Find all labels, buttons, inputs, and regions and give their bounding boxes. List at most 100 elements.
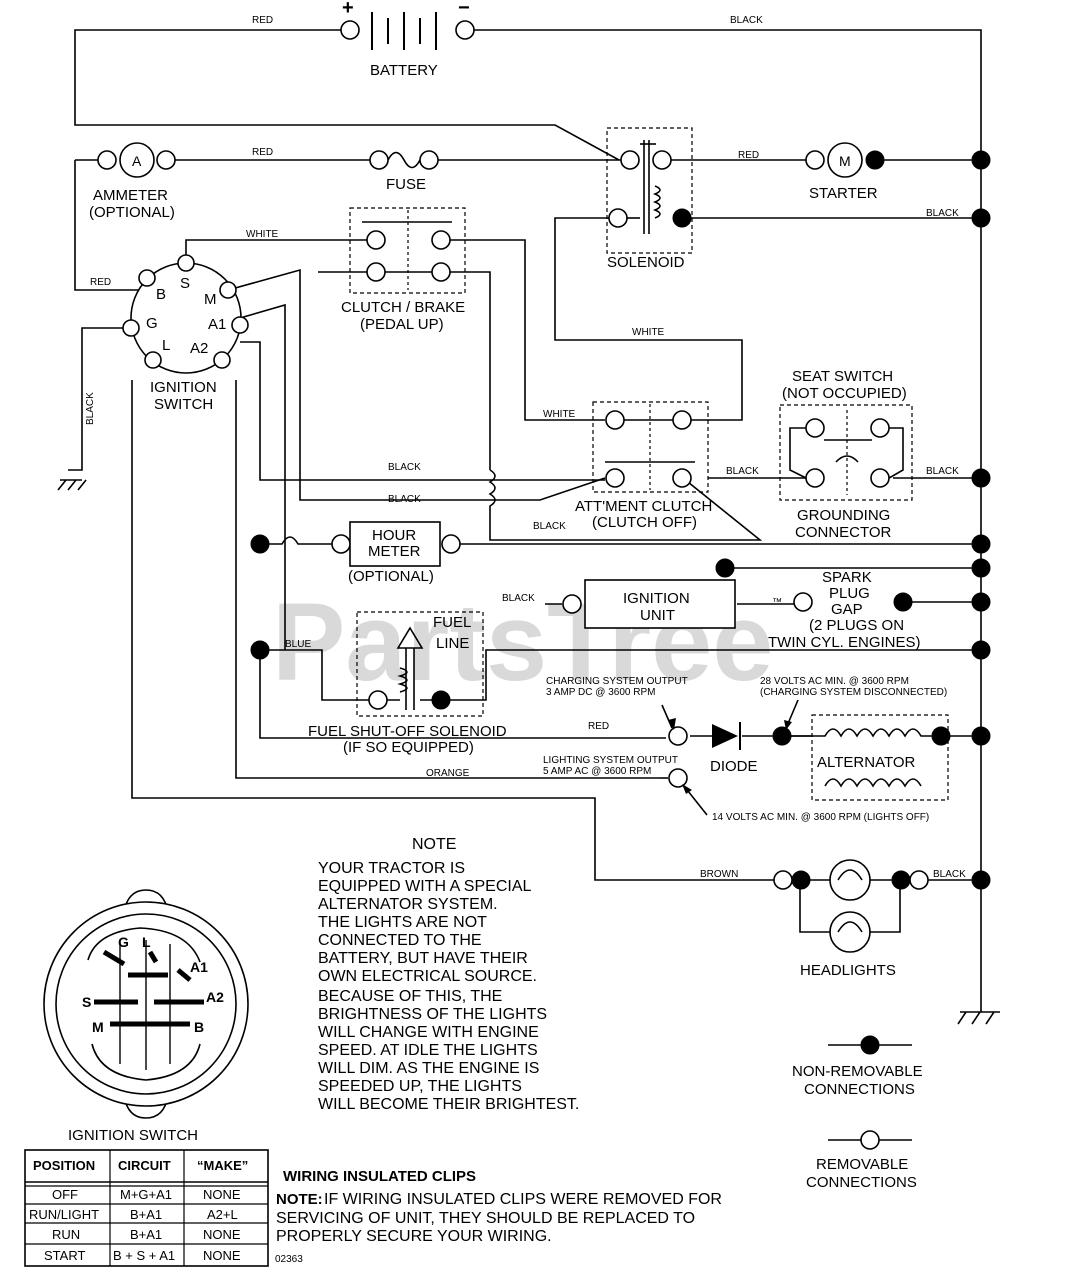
starter: M STARTER (805, 142, 885, 202)
charging-output-sub: 3 AMP DC @ 3600 RPM (546, 687, 655, 698)
table-cell: NONE (203, 1187, 241, 1202)
ammeter: A AMMETER (OPTIONAL) (89, 142, 176, 221)
ignition-switch-face-title: IGNITION SWITCH (68, 1127, 198, 1144)
volts14-label: 14 VOLTS AC MIN. @ 3600 RPM (LIGHTS OFF) (712, 812, 929, 823)
solenoid: SOLENOID (606, 127, 693, 271)
note-line: WILL CHANGE WITH ENGINE (318, 1024, 539, 1041)
table-header-position: POSITION (33, 1158, 95, 1173)
hour-meter-label2: METER (368, 543, 421, 560)
face-label-l: L (142, 934, 151, 950)
face-label-g: G (118, 934, 129, 950)
legend-removable: REMOVABLE (816, 1156, 908, 1173)
solenoid-label: SOLENOID (607, 254, 685, 271)
note-line: OWN ELECTRICAL SOURCE. (318, 968, 537, 985)
spark-plug-label2: PLUG (829, 585, 870, 602)
spark-plug-label5: TWIN CYL. ENGINES) (768, 634, 921, 651)
clips-title: WIRING INSULATED CLIPS (283, 1168, 476, 1185)
clutch-brake-label: CLUTCH / BRAKE (341, 299, 465, 316)
headlights-label: HEADLIGHTS (800, 962, 896, 979)
wire-label-black: BLACK (85, 392, 96, 425)
volts28-label: 28 VOLTS AC MIN. @ 3600 RPM (760, 676, 909, 687)
attment-clutch-label: ATT'MENT CLUTCH (575, 498, 712, 515)
wire-label-red: RED (252, 15, 273, 26)
starter-label: STARTER (809, 185, 878, 202)
fuse: FUSE (369, 150, 439, 193)
face-label-b: B (194, 1019, 204, 1035)
note-line: WILL DIM. AS THE ENGINE IS (318, 1060, 539, 1077)
wire-label-red: RED (588, 721, 609, 732)
note-line: EQUIPPED WITH A SPECIAL (318, 878, 531, 895)
ammeter-label: AMMETER (93, 187, 168, 204)
note-line: SPEEDED UP, THE LIGHTS (318, 1078, 522, 1095)
clips-line: SERVICING OF UNIT, THEY SHOULD BE REPLAC… (276, 1210, 695, 1227)
wire-label-orange: ORANGE (426, 768, 470, 779)
face-label-a1: A1 (190, 959, 208, 975)
hour-meter-label: HOUR (372, 527, 416, 544)
ignition-switch-label2: SWITCH (154, 396, 213, 413)
hour-meter: HOUR METER (OPTIONAL) (250, 521, 461, 585)
right-rail-junctions (971, 150, 991, 890)
clips-line: IF WIRING INSULATED CLIPS WERE REMOVED F… (324, 1191, 722, 1208)
wire-label-white: WHITE (246, 229, 279, 240)
spark-plug: SPARK PLUG GAP (2 PLUGS ON TWIN CYL. ENG… (768, 569, 921, 651)
wire-label-red: RED (738, 150, 759, 161)
ignition-switch-face: G L A1 S A2 M B IGNITION SWITCH (43, 889, 249, 1144)
table-header-make: “MAKE” (197, 1158, 248, 1173)
note-line: BATTERY, BUT HAVE THEIR (318, 950, 528, 967)
wire-label-white: WHITE (632, 327, 665, 338)
table-cell: M+G+A1 (120, 1187, 172, 1202)
wire-label-blue: BLUE (285, 639, 311, 650)
lighting-output-label: LIGHTING SYSTEM OUTPUT (543, 755, 678, 766)
headlight-upper (829, 859, 871, 901)
volts28-sub: (CHARGING SYSTEM DISCONNECTED) (760, 687, 947, 698)
fuse-label: FUSE (386, 176, 426, 193)
note-line: BRIGHTNESS OF THE LIGHTS (318, 1006, 547, 1023)
lighting-output-sub: 5 AMP AC @ 3600 RPM (543, 766, 651, 777)
headlight-lower (829, 911, 871, 953)
fuel-solenoid-label: FUEL SHUT-OFF SOLENOID (308, 723, 507, 740)
ground-symbol-left (57, 479, 87, 491)
table-cell: NONE (203, 1227, 241, 1242)
switch-term-l: L (162, 337, 170, 354)
face-label-m: M (92, 1019, 104, 1035)
legend-non-removable: NON-REMOVABLE (792, 1063, 923, 1080)
note-line: YOUR TRACTOR IS (318, 860, 465, 877)
fuel-line-label2: LINE (436, 635, 469, 652)
diode-label: DIODE (710, 758, 758, 775)
battery-minus: − (458, 0, 470, 19)
table-cell: RUN/LIGHT (29, 1207, 99, 1222)
wire-label-black: BLACK (933, 869, 966, 880)
face-label-s: S (82, 994, 91, 1010)
seat-switch-sub: (NOT OCCUPIED) (782, 385, 907, 402)
table-cell: NONE (203, 1248, 241, 1263)
ignition-unit-label: IGNITION (623, 590, 690, 607)
wire-label-white: WHITE (543, 409, 576, 420)
wire-label-black: BLACK (926, 208, 959, 219)
switch-term-a1: A1 (208, 316, 226, 333)
wire-label-black: BLACK (502, 593, 535, 604)
legend-removable-2: CONNECTIONS (806, 1174, 917, 1191)
wire-label-black: BLACK (388, 462, 421, 473)
ground-symbol-right (957, 1011, 1000, 1025)
headlights: HEADLIGHTS (773, 859, 929, 979)
wire-label-brown: BROWN (700, 869, 738, 880)
clutch-brake-switch: CLUTCH / BRAKE (PEDAL UP) (341, 207, 466, 333)
alternator-label: ALTERNATOR (817, 754, 916, 771)
charging-output-label: CHARGING SYSTEM OUTPUT (546, 676, 688, 687)
ignition-switch-table: POSITION CIRCUIT “MAKE” OFF M+G+A1 NONE … (24, 1149, 269, 1267)
legend-non-removable-2: CONNECTIONS (804, 1081, 915, 1098)
wire-label-red: RED (252, 147, 273, 158)
note-line: ALTERNATOR SYSTEM. (318, 896, 498, 913)
note-line: THE LIGHTS ARE NOT (318, 914, 487, 931)
wire-label-black: BLACK (730, 15, 763, 26)
table-header-circuit: CIRCUIT (118, 1158, 171, 1173)
clutch-brake-sub: (PEDAL UP) (360, 316, 444, 333)
note-line: CONNECTED TO THE (318, 932, 482, 949)
clips-line: PROPERLY SECURE YOUR WIRING. (276, 1228, 552, 1245)
legend: NON-REMOVABLE CONNECTIONS REMOVABLE CONN… (792, 1035, 923, 1191)
part-number: 02363 (275, 1254, 303, 1265)
starter-letter: M (839, 153, 851, 169)
fuel-solenoid-sub: (IF SO EQUIPPED) (343, 739, 474, 756)
clips-note-bold: NOTE: (276, 1191, 323, 1208)
